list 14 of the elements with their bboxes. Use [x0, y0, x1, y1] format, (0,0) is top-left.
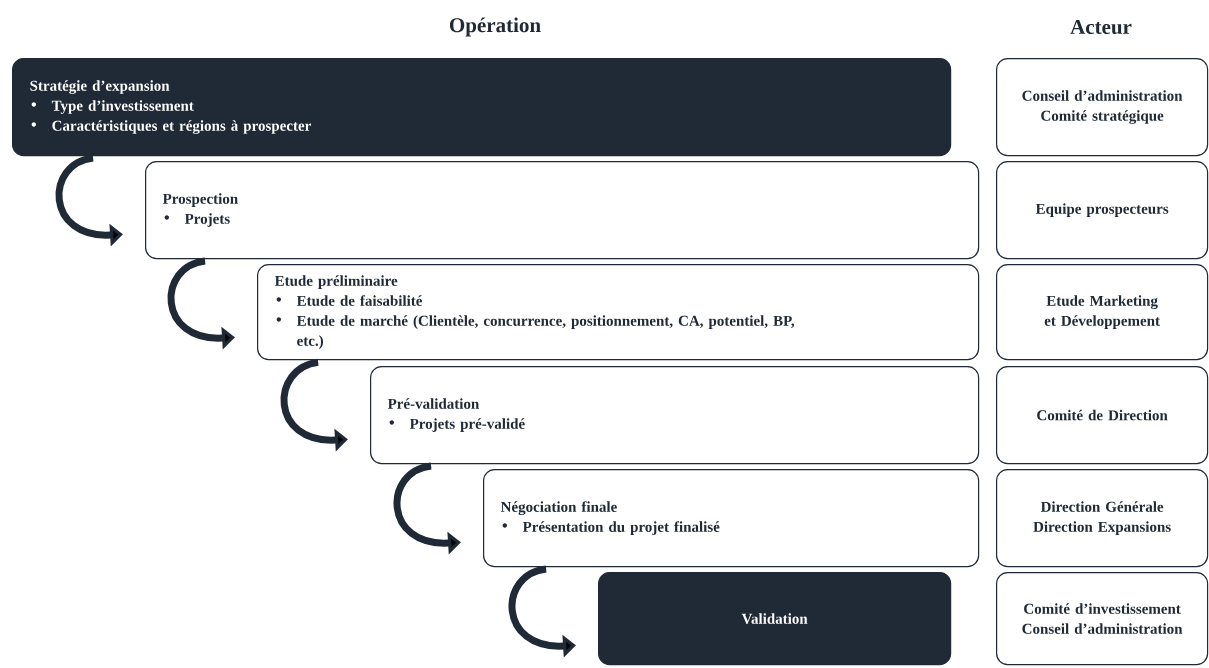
actor-box: Comité d’investissement Conseil d’administration: [996, 572, 1209, 666]
process-box: Pré-validation Projets pré-validé: [370, 366, 980, 465]
column-header: Acteur: [1070, 19, 1132, 35]
actor-box: Direction Générale Direction Expansions: [996, 469, 1209, 568]
process-box: Négociation finale Présentation du projet finalisé: [483, 469, 980, 568]
actor-box: Conseil d’administration Comité stratégique: [996, 58, 1209, 157]
process-box: Etude préliminaire Etude de faisabilité Etude de marché (Clientèle, concurrence, positionnement, CA, potentiel, BP, etc.): [257, 264, 980, 361]
actor-box: Etude Marketing et Développement: [996, 264, 1209, 361]
highlighted-process-box: Stratégie d’expansion Type d’investissement Caractéristiques et régions à prospecter: [12, 58, 952, 157]
column-header: Opération: [449, 17, 541, 37]
highlighted-process-box: Validation: [598, 572, 952, 666]
actor-box: Equipe prospecteurs: [996, 161, 1209, 260]
actor-box: Comité de Direction: [996, 366, 1209, 465]
process-box: Prospection Projets: [145, 161, 980, 260]
